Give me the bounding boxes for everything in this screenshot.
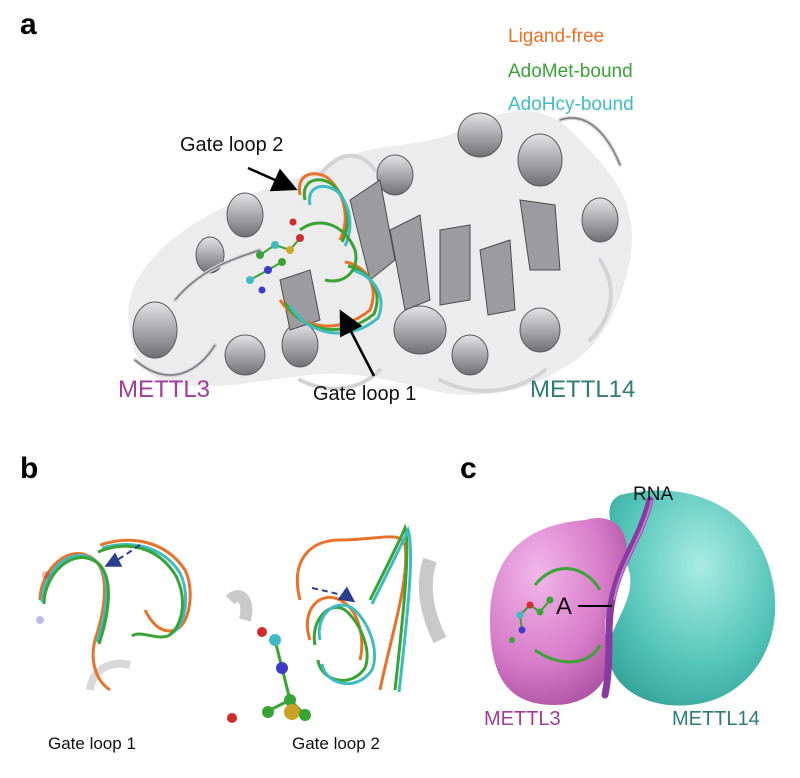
panel-letter-c: c bbox=[460, 452, 477, 485]
gate-loop-1-arrow bbox=[339, 309, 376, 377]
rna-label: RNA bbox=[633, 484, 674, 505]
gate-loop-1-caption: Gate loop 1 bbox=[48, 734, 136, 753]
schematic-enzyme bbox=[490, 490, 776, 706]
mettl3-label-c: METTL3 bbox=[484, 708, 561, 730]
gate-loop-overlay bbox=[278, 172, 383, 335]
gate-loop-2-closeup bbox=[225, 523, 447, 723]
legend-adohcy-bound: AdoHcy-bound bbox=[508, 94, 634, 115]
mettl14-label-a: METTL14 bbox=[530, 376, 636, 403]
mettl3-label-a: METTL3 bbox=[118, 376, 211, 403]
adenosine-label: A bbox=[556, 593, 573, 620]
gate-loop-2-label: Gate loop 2 bbox=[180, 134, 284, 156]
gate-loop-2-arrow bbox=[247, 166, 298, 192]
legend-adomet-bound: AdoMet-bound bbox=[508, 61, 633, 82]
protein-complex-ribbon bbox=[128, 111, 632, 395]
legend-ligand-free: Ligand-free bbox=[508, 26, 605, 47]
panel-letter-b: b bbox=[20, 452, 39, 485]
gate-loop-2-caption: Gate loop 2 bbox=[292, 734, 380, 753]
gate-loop-1-label: Gate loop 1 bbox=[313, 383, 417, 405]
panel-letter-a: a bbox=[20, 8, 37, 41]
mettl14-label-c: METTL14 bbox=[672, 708, 760, 730]
ligand-molecule bbox=[246, 218, 304, 294]
gate-loop-1-closeup bbox=[36, 538, 192, 692]
